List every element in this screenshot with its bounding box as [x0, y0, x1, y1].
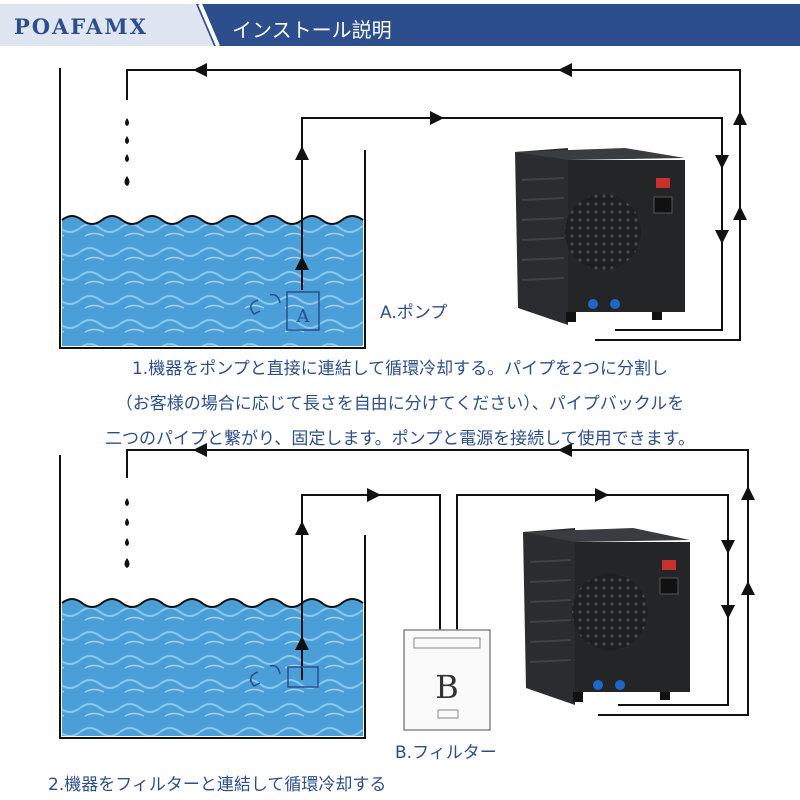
header-background [0, 0, 800, 52]
caption-pump: A.ポンプ [380, 303, 448, 323]
pump-b-icon [287, 666, 319, 688]
fan-grille [565, 194, 641, 270]
setup-a-diagram: A [59, 63, 747, 349]
filter-to-chiller-pipe [456, 494, 729, 706]
description-line-2: （お客様の場合に応じて長さを自由に分けてください）、パイプバックルを [115, 394, 685, 414]
header-bar: POAFAMX インストール説明 [0, 0, 800, 52]
chiller-unit-a [515, 148, 685, 325]
outlet-port-b [615, 680, 625, 690]
return-pipe-b [126, 449, 749, 716]
water-drops-b [124, 498, 130, 568]
description-filter: 2.機器をフィルターと連結して循環冷却する [48, 775, 387, 795]
brand-logo: POAFAMX [14, 14, 148, 39]
fan-grille-b [572, 574, 648, 650]
installation-diagram: A [59, 63, 755, 739]
pump-a-marker: A [296, 306, 311, 327]
inlet-port [588, 299, 598, 309]
flow-swirl-icon [249, 299, 261, 315]
description-line-1: 1.機器をポンプと直接に連結して循環冷却する。パイプを2つに分割し [131, 359, 668, 379]
filter-marker: B [435, 668, 459, 706]
tank-a-outline [59, 68, 366, 349]
page-title: インストール説明 [232, 18, 392, 42]
flow-swirl-icon-b [249, 671, 261, 687]
tank-a-water [62, 216, 363, 346]
tank-b-outline [59, 455, 366, 739]
outlet-port [610, 299, 620, 309]
chiller-unit-b [523, 528, 690, 705]
return-pipe-a [126, 69, 741, 341]
supply-pipe-a [301, 117, 723, 331]
description-line-3: 二つのパイプと繋がり、固定します。ポンプと電源を接続して使用できます。 [105, 429, 695, 449]
power-switch-icon [656, 178, 670, 188]
water-drops-a [124, 118, 130, 186]
inlet-port-b [593, 680, 603, 690]
filter-box: B [403, 629, 491, 731]
pump-a-icon [286, 291, 320, 331]
setup-b-diagram: B [59, 443, 755, 739]
caption-filter: B.フィルター [395, 743, 497, 763]
power-switch-icon-b [662, 560, 676, 570]
tank-b-water [62, 599, 363, 736]
